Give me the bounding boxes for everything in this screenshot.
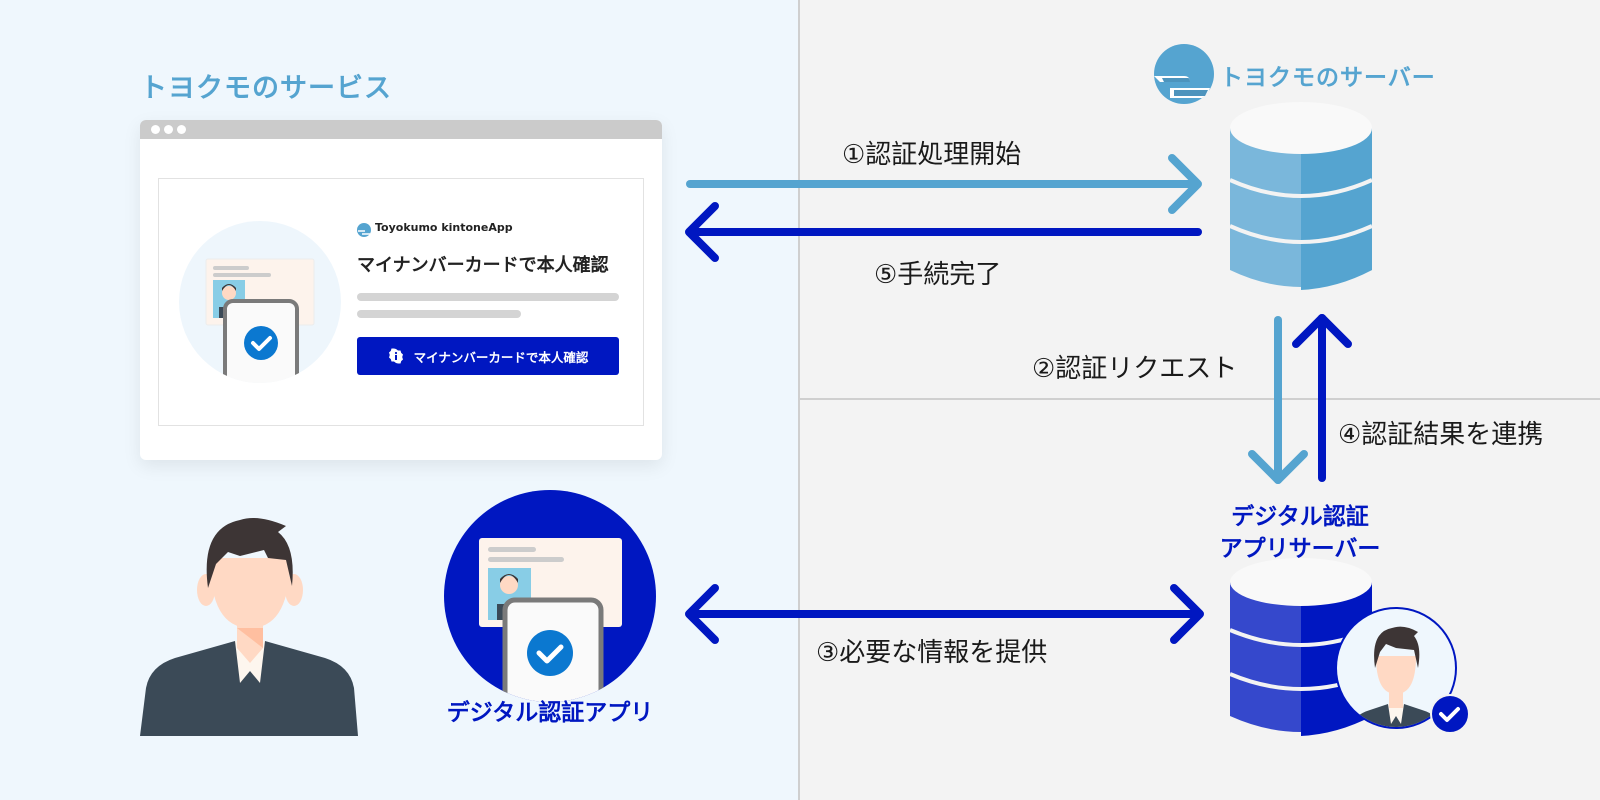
toyokumo-logo-icon: [357, 223, 371, 237]
flow-label-step5: ⑤手続完了: [874, 260, 1002, 290]
arrow-step2: [1248, 316, 1308, 484]
horizontal-divider: [800, 398, 1600, 400]
brand-name: Toyokumo kintoneApp: [375, 221, 513, 234]
flow-label-step2: ②認証リクエスト: [1032, 354, 1238, 384]
flow-label-step1: ①認証処理開始: [842, 140, 1022, 170]
auth-server-label-line2: アプリサーバー: [1219, 536, 1381, 562]
toyokumo-logo-icon: [1154, 44, 1214, 104]
toyokumo-database-icon: [1229, 102, 1373, 290]
vertical-divider: [798, 0, 800, 800]
card-title: マイナンバーカードで本人確認: [357, 255, 609, 276]
toyokumo-server-label: トヨクモのサーバー: [1220, 65, 1436, 91]
window-dot: [164, 125, 173, 134]
placeholder-line: [357, 310, 521, 318]
browser-window: Toyokumo kintoneApp マイナンバーカードで本人確認 マイナンバ…: [140, 120, 662, 460]
window-dot: [151, 125, 160, 134]
info-badge-icon: [388, 348, 403, 364]
id-card-phone-check-icon: [179, 221, 341, 383]
flow-label-step3: ③必要な情報を提供: [816, 638, 1048, 668]
verified-user-icon: [1335, 607, 1470, 734]
user-person-icon: [140, 518, 358, 736]
window-dot: [177, 125, 186, 134]
browser-title-bar: [140, 120, 662, 139]
auth-server-label-line1: デジタル認証: [1231, 504, 1369, 530]
digital-auth-app-icon: [444, 490, 656, 702]
section-title: トヨクモのサービス: [140, 73, 392, 104]
digital-auth-app-label: デジタル認証アプリ: [446, 700, 654, 726]
placeholder-line: [357, 293, 619, 301]
verification-card: Toyokumo kintoneApp マイナンバーカードで本人確認 マイナンバ…: [158, 178, 644, 426]
flow-label-step4: ④認証結果を連携: [1338, 420, 1544, 450]
verify-with-mynumber-button[interactable]: マイナンバーカードで本人確認: [357, 337, 619, 375]
verify-button-label: マイナンバーカードで本人確認: [413, 349, 589, 365]
